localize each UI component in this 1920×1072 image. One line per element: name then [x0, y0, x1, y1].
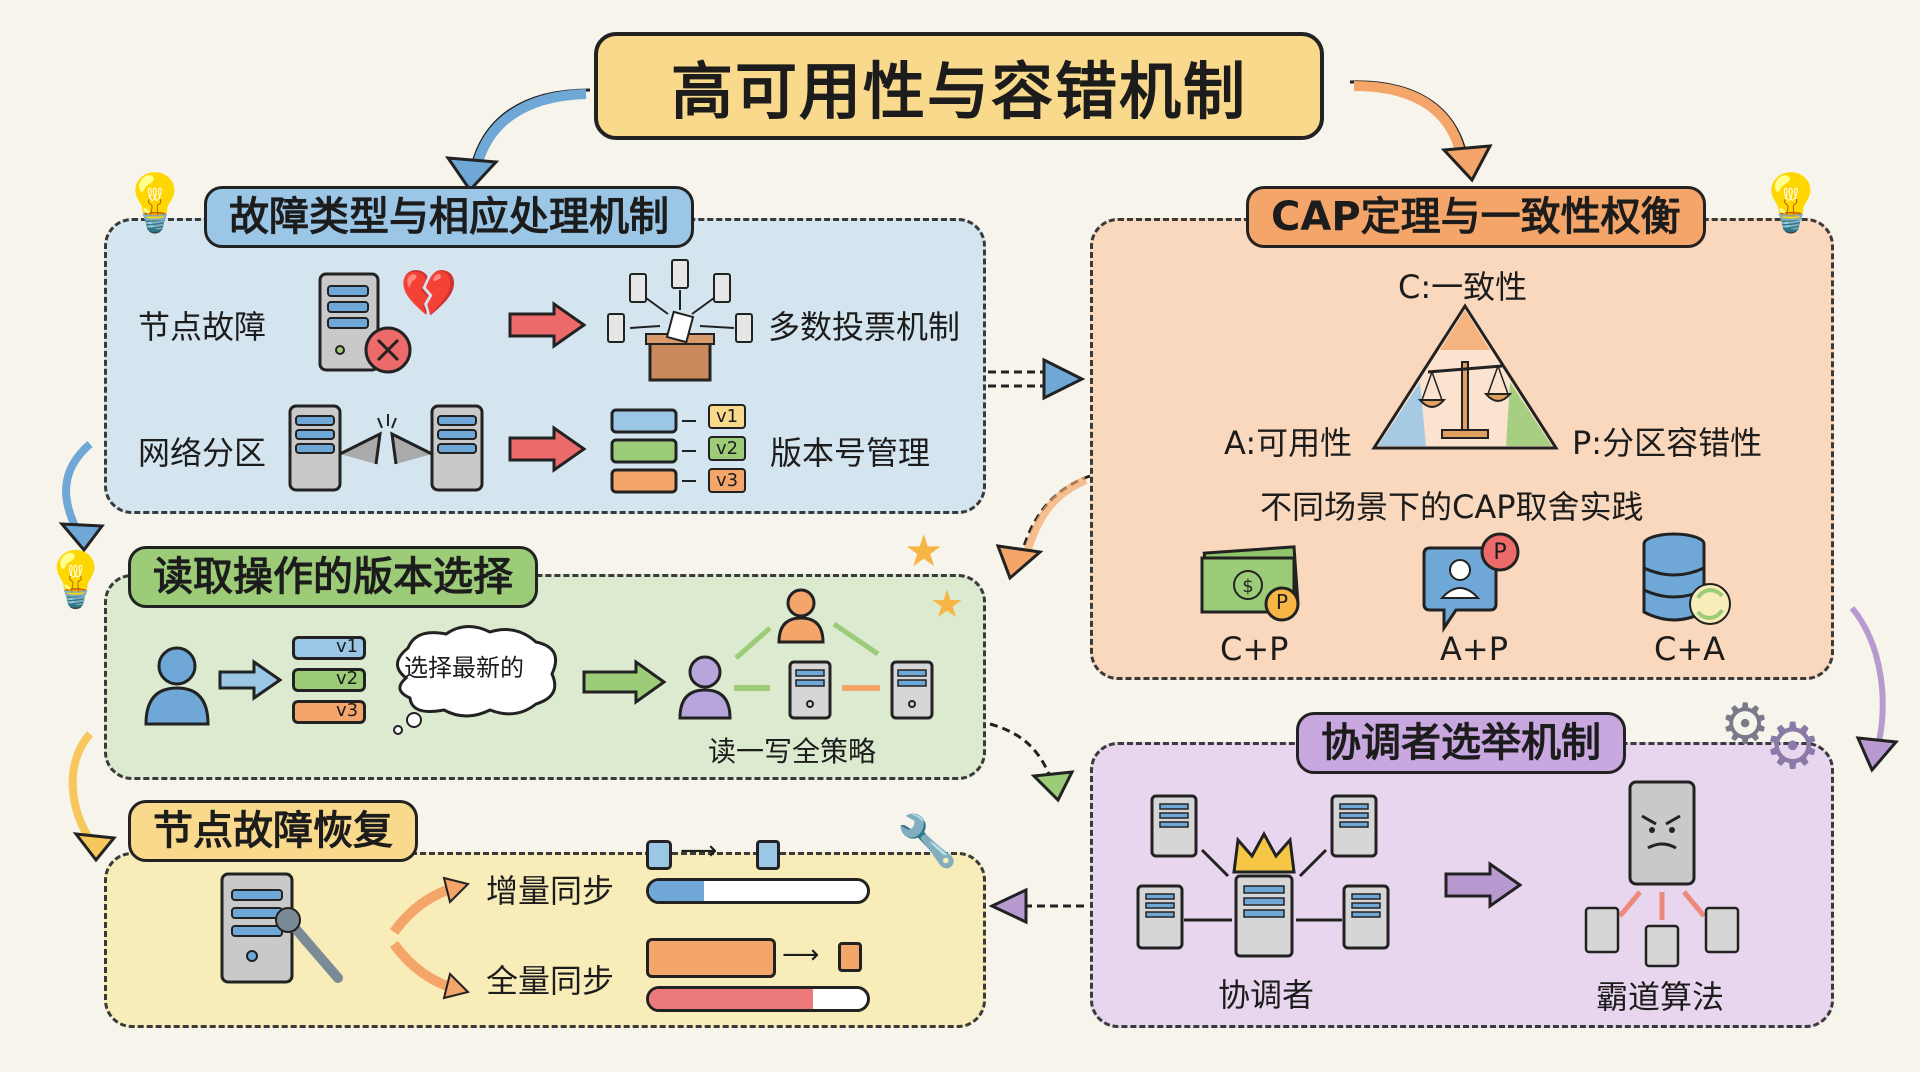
user-chat-icon	[1422, 532, 1520, 633]
version-tag: v1	[708, 404, 747, 429]
arrow-to-fault-panel	[444, 88, 591, 193]
page-title: 高可用性与容错机制	[594, 32, 1324, 140]
cap-option-ap: A+P	[1440, 630, 1508, 668]
cap-p-label: P:分区容错性	[1572, 424, 1763, 462]
mechanism-voting-label: 多数投票机制	[768, 308, 961, 346]
connector-arrow	[988, 357, 1086, 401]
arrow-icon: ⟶	[782, 940, 820, 970]
election-heading: 协调者选举机制	[1296, 712, 1626, 774]
full-block	[646, 938, 776, 978]
cap-heading: CAP定理与一致性权衡	[1246, 186, 1706, 248]
full-progress-bar	[646, 986, 870, 1012]
wrench-gear-icon: 🔧	[896, 812, 959, 870]
file-icon	[756, 840, 780, 870]
ballot-box-icon	[607, 259, 753, 382]
recovery-heading: 节点故障恢复	[128, 800, 418, 862]
strategy-label: 读一写全策略	[708, 735, 877, 768]
incremental-progress-fill	[649, 881, 704, 901]
version-label: v1	[336, 636, 359, 657]
partitioned-servers-icon	[288, 404, 484, 492]
file-icon	[838, 942, 862, 972]
broken-heart-icon: 💔	[400, 266, 458, 320]
incremental-progress-bar	[646, 878, 870, 904]
fault-network-label: 网络分区	[138, 434, 267, 472]
full-sync-label: 全量同步	[486, 962, 615, 1000]
connector-arrow	[68, 731, 117, 863]
cap-c-label: C:一致性	[1398, 268, 1528, 306]
read-write-flow-arrows	[734, 621, 880, 691]
read-version-heading: 读取操作的版本选择	[128, 546, 538, 608]
mechanism-version-label: 版本号管理	[770, 434, 931, 472]
bully-server-icon	[1584, 780, 1740, 968]
connector-arrow	[995, 474, 1091, 581]
version-label: v3	[336, 700, 359, 721]
gear-icon: ⚙	[1764, 710, 1822, 784]
versioned-records-icon	[610, 408, 696, 494]
balance-scale-icon	[1417, 361, 1513, 439]
fault-types-heading: 故障类型与相应处理机制	[204, 186, 694, 248]
arrow-to-cap-panel	[1349, 80, 1493, 183]
thought-bubble	[393, 625, 557, 735]
version-label: v2	[336, 668, 359, 689]
arrow-right-icon	[508, 425, 587, 473]
cap-badge: P	[1493, 540, 1507, 565]
failed-server-icon	[318, 272, 412, 374]
cap-a-label: A:可用性	[1224, 424, 1353, 462]
arrow-right-icon	[218, 659, 283, 701]
arrow-icon: ⟶	[680, 836, 718, 866]
version-block-v2	[292, 668, 366, 692]
connector-arrow	[988, 887, 1084, 925]
user-icon	[777, 588, 825, 644]
server-repair-icon	[220, 872, 343, 984]
database-sync-icon	[1642, 532, 1731, 625]
bully-algorithm-label: 霸道算法	[1596, 978, 1725, 1016]
server-icon	[890, 660, 934, 720]
money-icon: $	[1200, 545, 1300, 622]
lightbulb-icon: 💡	[1756, 171, 1826, 236]
svg-text:$: $	[1242, 576, 1253, 597]
star-icon: ★	[930, 582, 965, 626]
connector-arrow	[1849, 606, 1899, 773]
lightbulb-icon: 💡	[42, 548, 110, 611]
version-tag: v3	[708, 468, 747, 493]
gear-icon: ⚙	[1720, 692, 1771, 757]
fault-node-label: 节点故障	[138, 308, 267, 346]
coordinator-cluster-icon	[1136, 794, 1390, 958]
arrow-right-icon	[508, 301, 587, 349]
incremental-block	[646, 840, 672, 870]
connector-arrow	[989, 722, 1075, 803]
user-icon	[678, 655, 732, 720]
cap-triangle	[1371, 303, 1559, 450]
connector-arrow	[58, 440, 105, 553]
star-icon: ★	[904, 526, 944, 577]
coordinator-label: 协调者	[1218, 976, 1315, 1014]
arrow-right-icon	[582, 659, 667, 705]
server-icon	[788, 660, 832, 720]
version-block-v1	[292, 636, 366, 660]
thought-text: 选择最新的	[404, 654, 524, 682]
arrow-right-icon	[1444, 861, 1523, 909]
cap-option-cp: C+P	[1220, 630, 1289, 668]
full-progress-fill	[649, 989, 813, 1009]
cap-badge: P	[1275, 590, 1289, 614]
incremental-sync-label: 增量同步	[486, 872, 615, 910]
arrow-incremental	[389, 876, 470, 935]
version-block-v3	[292, 700, 366, 724]
user-icon	[144, 646, 210, 726]
version-tag: v2	[708, 436, 747, 461]
arrow-full	[389, 941, 470, 1000]
cap-practice-title: 不同场景下的CAP取舍实践	[1260, 488, 1644, 526]
cap-option-ca: C+A	[1654, 630, 1726, 668]
lightbulb-icon: 💡	[120, 171, 190, 236]
